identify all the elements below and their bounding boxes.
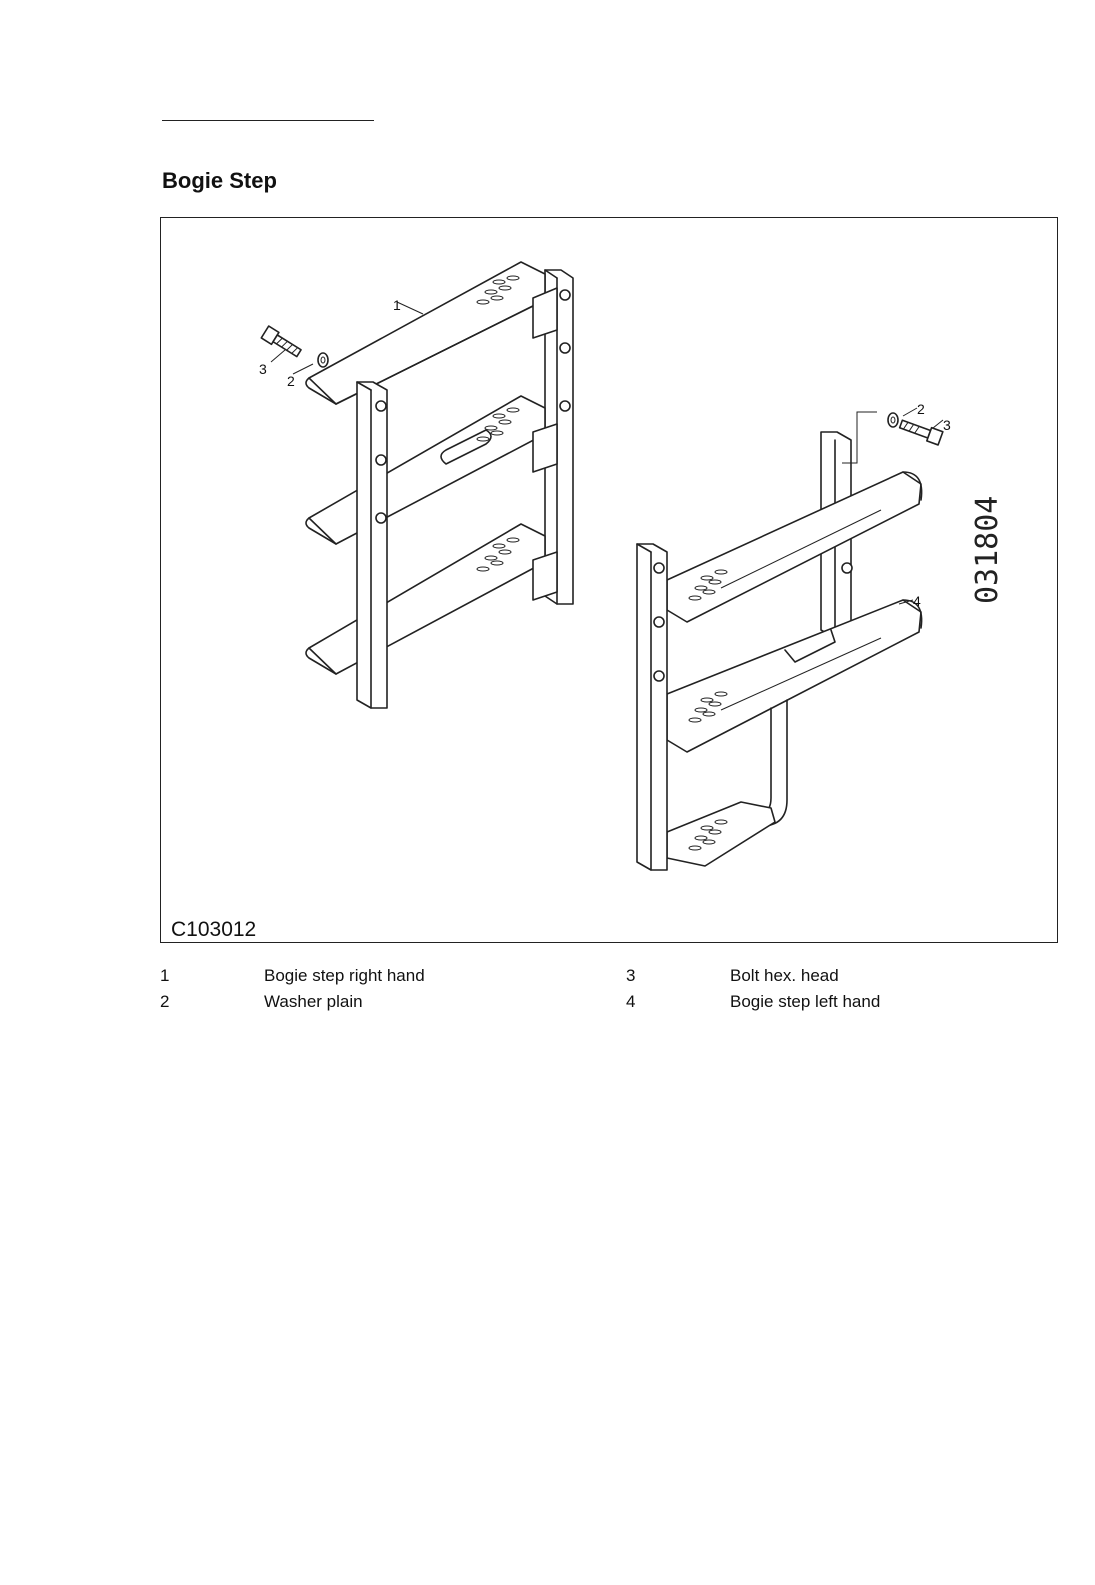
legend-number: 1 (160, 966, 170, 985)
callout-3-left: 3 (259, 361, 267, 377)
bogie-step-right-hand-drawing (260, 261, 574, 709)
callout-4: 4 (913, 593, 921, 609)
legend-number: 4 (626, 992, 636, 1011)
legend-text: Washer plain (264, 992, 363, 1011)
exploded-view-drawing: 1 2 3 2 3 4 031804 (259, 261, 1005, 871)
header-rule (162, 120, 374, 121)
callout-2-left: 2 (287, 373, 295, 389)
legend-number: 3 (626, 966, 636, 985)
bogie-step-left-hand-drawing (636, 407, 944, 871)
legend-text: Bogie step left hand (730, 992, 881, 1011)
legend-text: Bogie step right hand (264, 966, 425, 985)
callout-3-right: 3 (943, 417, 951, 433)
drawing-stamp: 031804 (970, 496, 1005, 604)
callout-1: 1 (393, 297, 401, 313)
legend-number: 2 (160, 992, 170, 1011)
callout-2-right: 2 (917, 401, 925, 417)
legend-text: Bolt hex. head (730, 966, 839, 985)
parts-figure: 1 2 3 2 3 4 031804 C103012 (160, 217, 1058, 943)
figure-code: C103012 (171, 918, 257, 941)
page-title: Bogie Step (162, 168, 277, 193)
